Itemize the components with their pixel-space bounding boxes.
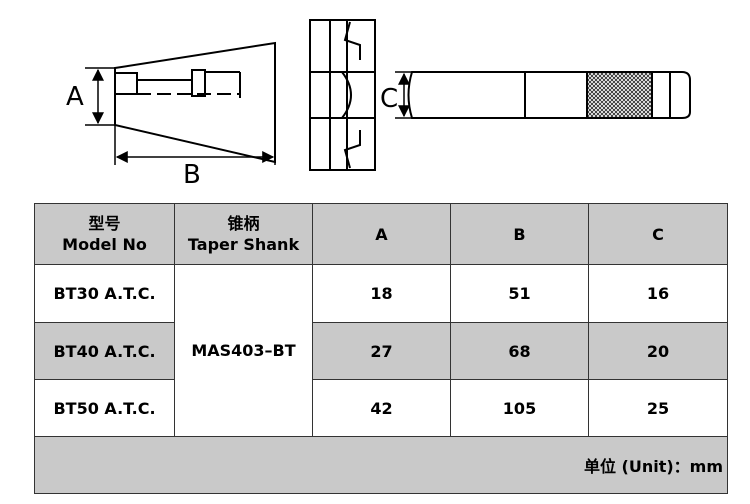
cell-model: BT40 A.T.C. <box>34 322 175 380</box>
cell-b: 105 <box>450 379 589 437</box>
collar-front-view <box>309 19 376 171</box>
cell-a: 42 <box>312 379 451 437</box>
header-taper: 锥柄 Taper Shank <box>174 203 313 265</box>
cell-c: 20 <box>588 322 728 380</box>
header-row: 型号 Model No 锥柄 Taper Shank A B C <box>34 203 728 265</box>
cell-taper: MAS403–BT <box>174 264 313 437</box>
technical-drawing: A B C <box>66 19 691 190</box>
cell-a: 27 <box>312 322 451 380</box>
spec-table: 型号 Model No 锥柄 Taper Shank A B C BT30 A.… <box>34 203 728 494</box>
dimension-a <box>85 67 115 126</box>
unit-row: 单位 (Unit)：mm <box>34 436 728 494</box>
header-taper-zh: 锥柄 <box>227 214 260 233</box>
taper-side-view <box>114 41 276 164</box>
cell-b: 51 <box>450 264 589 323</box>
label-c: C <box>380 84 398 114</box>
table-row: BT50 A.T.C. 42 105 25 <box>34 379 728 437</box>
cell-model: BT30 A.T.C. <box>34 264 175 323</box>
header-model-en: Model No <box>62 235 147 254</box>
dimension-b <box>114 125 276 165</box>
cell-b: 68 <box>450 322 589 380</box>
header-taper-en: Taper Shank <box>187 235 300 254</box>
cell-c: 16 <box>588 264 728 323</box>
cell-c: 25 <box>588 379 728 437</box>
header-model: 型号 Model No <box>34 203 175 265</box>
cell-model: BT50 A.T.C. <box>34 379 175 437</box>
header-c: C <box>588 203 728 265</box>
label-a: A <box>66 82 84 112</box>
header-model-zh: 型号 <box>88 214 121 233</box>
table-row: BT30 A.T.C. MAS403–BT 18 51 16 <box>34 264 728 437</box>
table-row: BT40 A.T.C. 27 68 20 <box>34 322 728 380</box>
label-b: B <box>183 160 201 190</box>
header-b: B <box>450 203 589 265</box>
dimension-c <box>395 71 412 119</box>
unit-note: 单位 (Unit)：mm <box>34 436 728 494</box>
cell-a: 18 <box>312 264 451 323</box>
header-a: A <box>312 203 451 265</box>
pin-side-view <box>407 71 691 119</box>
